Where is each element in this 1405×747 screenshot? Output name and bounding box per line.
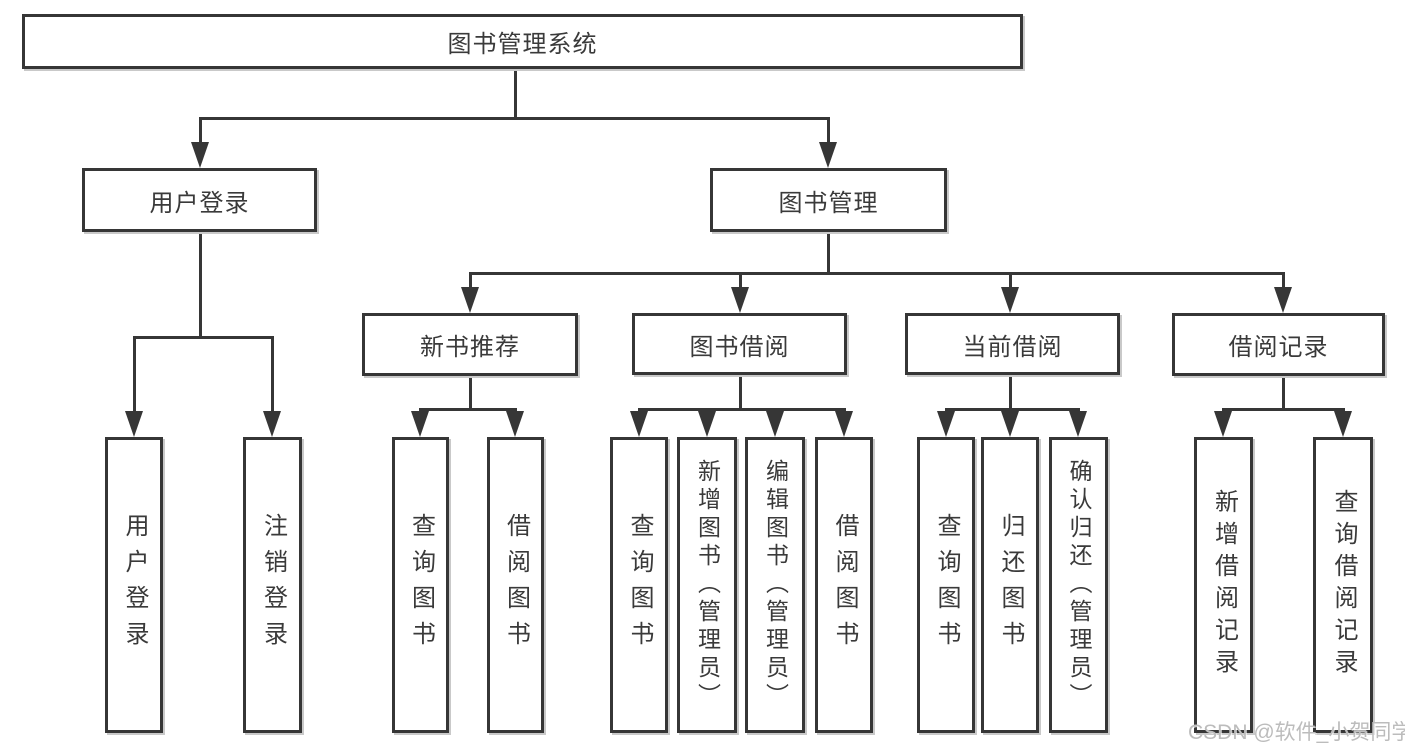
node-label: 图书管理 [778,189,879,217]
leaf-edit-books-admin: 编辑图书（管理员） [745,437,805,733]
arrow-down-icon [937,411,955,437]
arrow-down-icon [191,142,209,168]
leaf-query-books-1: 查询图书 [392,437,449,733]
arrow-down-icon [630,411,648,437]
arrow-down-icon [1334,411,1352,437]
node-label: 用户登录 [121,513,148,657]
arrow-down-icon [835,411,853,437]
node-label: 借阅图书 [502,513,530,657]
node-current-borrowing: 当前借阅 [905,313,1120,375]
leaf-add-books-admin: 新增图书（管理员） [677,437,737,733]
arrow-down-icon [698,411,716,437]
arrow-down-icon [1001,411,1019,437]
arrow-down-icon [1069,411,1087,437]
leaf-logout: 注销登录 [243,437,302,733]
leaf-confirm-return-admin: 确认归还（管理员） [1049,437,1108,733]
arrow-down-icon [1214,411,1232,437]
node-user-login-branch: 用户登录 [82,168,317,232]
connector-line [1008,375,1012,408]
node-label: 查询图书 [933,513,960,657]
leaf-borrow-books-1: 借阅图书 [487,437,544,733]
node-label: 查询借阅记录 [1330,489,1357,681]
node-label: 新书推荐 [420,334,520,361]
arrow-down-icon [411,411,429,437]
node-borrowing-records: 借阅记录 [1172,313,1385,376]
arrow-down-icon [506,411,524,437]
connector-line [270,336,274,414]
node-label: 注销登录 [259,513,287,657]
connector-line [468,272,1285,275]
leaf-query-books-2: 查询图书 [610,437,668,733]
node-book-management-branch: 图书管理 [710,168,947,232]
connector-line [738,375,742,408]
connector-line [826,117,830,145]
connector-line [198,117,830,120]
connector-line [738,272,742,290]
arrow-down-icon [766,411,784,437]
connector-line [132,336,136,414]
connector-line [198,232,202,336]
connector-line [944,408,1080,411]
node-library-management-system: 图书管理系统 [22,14,1023,69]
csdn-watermark: CSDN @软件_小贺同学 [1188,721,1405,744]
node-label: 借阅图书 [831,513,858,657]
node-new-book-recommendation: 新书推荐 [362,313,578,376]
connector-line [468,272,472,290]
node-label: 新增图书（管理员） [694,459,721,711]
node-label: 编辑图书（管理员） [762,459,789,711]
connector-line [826,232,830,272]
leaf-borrow-books-2: 借阅图书 [815,437,873,733]
connector-line [1008,272,1012,290]
node-label: 查询图书 [626,513,653,657]
connector-line [132,336,274,339]
node-book-borrowing: 图书借阅 [632,313,847,375]
connector-line [637,408,846,411]
arrow-down-icon [263,411,281,437]
connector-line [1281,272,1285,290]
node-label: 当前借阅 [962,333,1063,361]
node-label: 确认归还（管理员） [1066,459,1092,711]
connector-line [418,408,517,411]
node-label: 图书借阅 [689,333,790,361]
arrow-down-icon [1001,287,1019,313]
leaf-query-borrow-record: 查询借阅记录 [1313,437,1373,733]
leaf-query-books-3: 查询图书 [917,437,975,733]
arrow-down-icon [1274,287,1292,313]
connector-line [198,117,202,145]
node-label: 查询图书 [407,513,435,657]
arrow-down-icon [461,287,479,313]
node-label: 借阅记录 [1228,334,1329,361]
node-label: 图书管理系统 [447,31,598,58]
connector-line [468,376,472,408]
leaf-return-books: 归还图书 [981,437,1039,733]
leaf-user-login: 用户登录 [105,437,163,733]
arrow-down-icon [731,287,749,313]
node-label: 用户登录 [149,189,250,217]
connector-line [1221,408,1345,411]
arrow-down-icon [125,411,143,437]
node-label: 归还图书 [997,513,1024,657]
leaf-add-borrow-record: 新增借阅记录 [1194,437,1253,733]
arrow-down-icon [819,142,837,168]
connector-line [513,68,517,117]
connector-line [1281,376,1285,408]
node-label: 新增借阅记录 [1210,489,1238,681]
